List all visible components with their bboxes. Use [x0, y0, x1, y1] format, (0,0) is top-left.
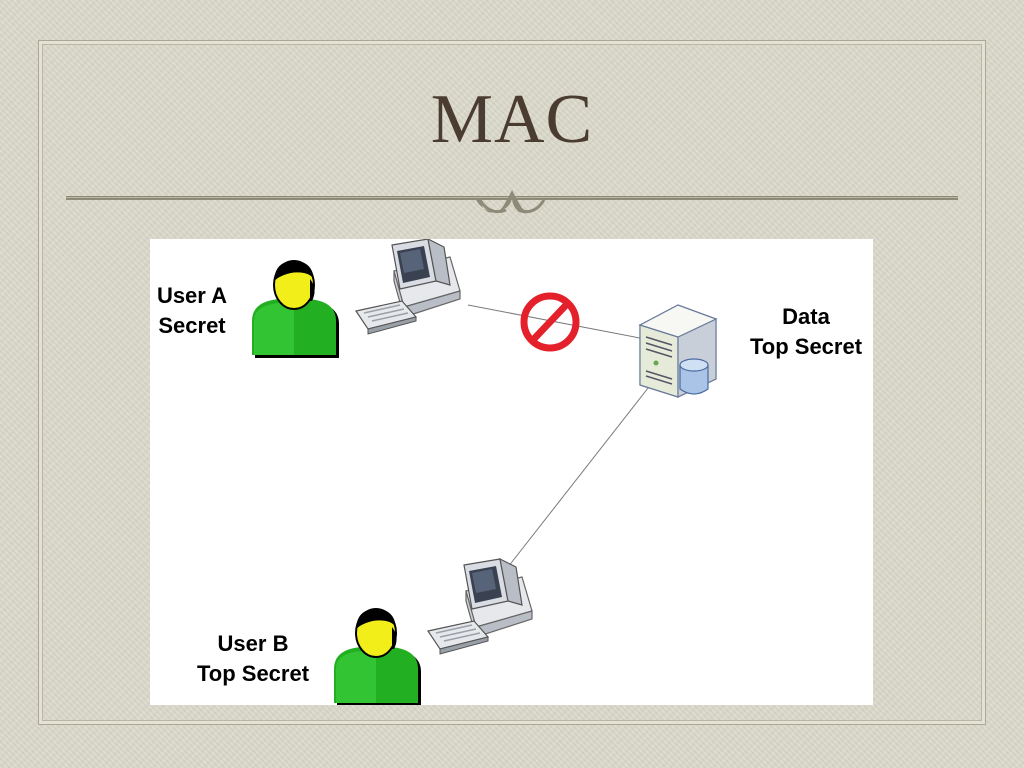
user-a-clearance: Secret [158, 313, 226, 338]
user-a-icon [252, 260, 339, 358]
user-b-label: User B Top Secret [180, 629, 326, 689]
data-classification: Top Secret [749, 334, 863, 359]
database-server-icon [638, 304, 718, 398]
mac-diagram: User A Secret User B Top Secret Data Top… [150, 239, 873, 705]
user-b-name: User B [217, 631, 289, 656]
user-b-clearance: Top Secret [196, 661, 310, 686]
slide-frame [38, 40, 986, 725]
connection-user-a-to-data [467, 304, 646, 340]
computer-a-icon [355, 239, 461, 335]
title-divider [66, 190, 958, 214]
user-a-label: User A Secret [150, 281, 238, 341]
data-name: Data [782, 304, 830, 329]
slide-title: MAC [430, 81, 594, 158]
no-access-icon [520, 292, 580, 352]
computer-b-icon [427, 557, 533, 655]
data-label: Data Top Secret [736, 302, 873, 362]
connection-user-b-to-data [507, 382, 653, 568]
user-a-name: User A [156, 283, 228, 308]
user-b-icon [334, 608, 421, 705]
